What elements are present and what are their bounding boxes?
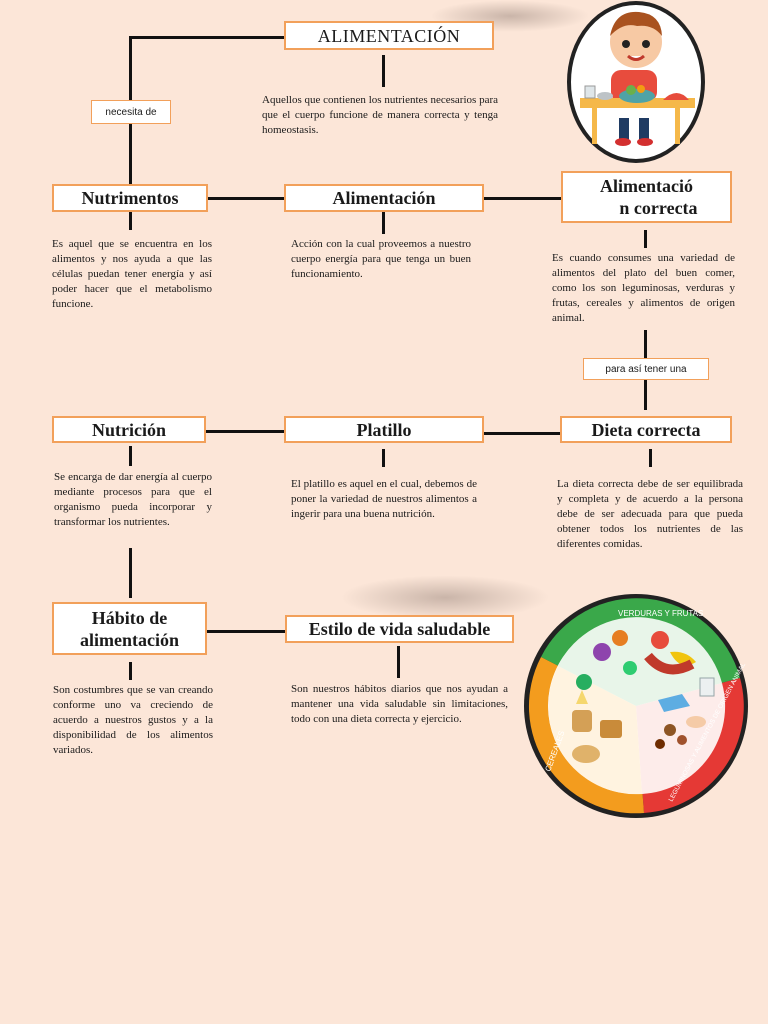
habito-text: Son costumbres que se van creando confor… <box>53 684 213 756</box>
node-alimentacion: Alimentación <box>284 184 484 212</box>
node-label: Nutrimentos <box>81 188 179 208</box>
nutricion-text: Se encarga de dar energía al cuerpo medi… <box>54 471 212 528</box>
connector-line <box>649 449 652 467</box>
link-label-text: necesita de <box>105 106 157 118</box>
node-label: n correcta <box>619 198 698 218</box>
plate-label-verduras: VERDURAS Y FRUTAS <box>618 609 703 618</box>
node-habito-alimentacion: Hábito de alimentación <box>52 602 207 655</box>
node-label: Hábito de <box>91 607 168 628</box>
node-label: Platillo <box>356 419 412 440</box>
alimentacion-correcta-text: Es cuando consumes una variedad de alime… <box>552 252 735 324</box>
connector-line <box>397 646 400 678</box>
node-label: Alimentació <box>600 176 693 196</box>
link-label-text: para así tener una <box>605 363 687 375</box>
connector-line <box>484 197 562 200</box>
connector-line <box>129 548 132 598</box>
nutrimentos-text: Es aquel que se encuentra en los aliment… <box>52 238 212 310</box>
intro-text: Aquellos que contienen los nutrientes ne… <box>262 94 498 136</box>
connector-line <box>644 330 647 358</box>
node-dieta-correcta: Dieta correcta <box>560 416 732 443</box>
connector-line <box>206 430 286 433</box>
link-label-para-tener: para así tener una <box>583 358 709 380</box>
node-nutrimentos: Nutrimentos <box>52 184 208 212</box>
connector-line <box>644 230 647 248</box>
node-estilo-vida: Estilo de vida saludable <box>285 615 514 643</box>
connector-line <box>382 449 385 467</box>
dieta-correcta-text: La dieta correcta debe de ser equilibrad… <box>557 478 743 550</box>
connector-line <box>382 212 385 234</box>
decorative-shadow <box>340 575 550 620</box>
node-nutricion: Nutrición <box>52 416 206 443</box>
node-platillo: Platillo <box>284 416 484 443</box>
connector-line <box>382 55 385 87</box>
plato-del-buen-comer: VERDURAS Y FRUTAS CEREALES LEGUMINOSAS Y… <box>524 594 748 818</box>
alimentacion-text: Acción con la cual proveemos a nuestro c… <box>291 238 471 280</box>
node-label: Estilo de vida saludable <box>308 619 491 639</box>
connector-line <box>484 432 562 435</box>
platillo-text: El platillo es aquel en el cual, debemos… <box>291 478 477 520</box>
link-label-necesita-de: necesita de <box>91 100 171 124</box>
connector-line <box>129 446 132 466</box>
connector-line <box>208 197 286 200</box>
page-title: ALIMENTACIÓN <box>317 25 461 46</box>
estilo-text: Son nuestros hábitos diarios que nos ayu… <box>291 683 508 725</box>
node-label: Dieta correcta <box>591 419 701 440</box>
node-label: Alimentación <box>332 188 436 208</box>
title-box: ALIMENTACIÓN <box>284 21 494 50</box>
connector-line <box>206 630 286 633</box>
connector-line <box>129 662 132 680</box>
child-eating-illustration <box>567 1 705 163</box>
connector-line <box>129 212 132 230</box>
connector-line <box>644 380 647 410</box>
connector-line <box>130 36 285 39</box>
node-label: Nutrición <box>92 419 166 440</box>
node-alimentacion-correcta: Alimentació n correcta <box>561 171 732 223</box>
node-label: alimentación <box>80 629 179 650</box>
